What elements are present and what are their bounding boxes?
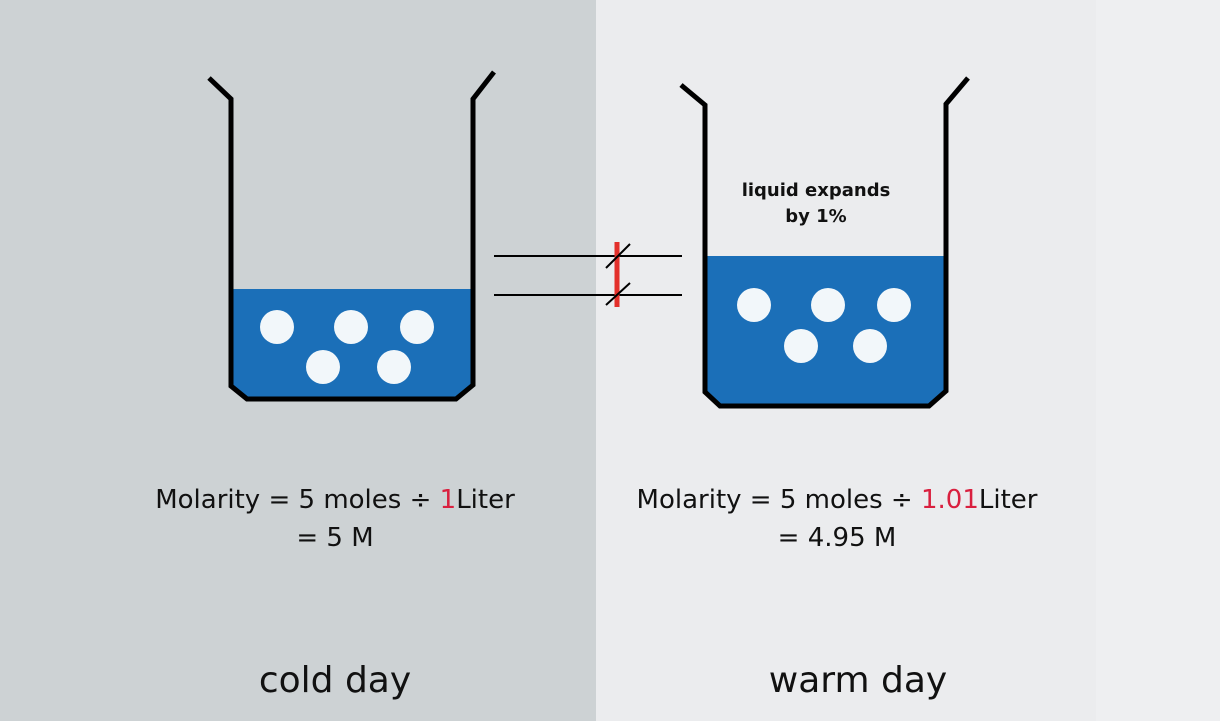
cold-volume-value: 1 bbox=[439, 485, 457, 515]
cold-solute-particle bbox=[260, 310, 294, 344]
cold-solute-particle bbox=[377, 350, 411, 384]
cold-solute-particle bbox=[400, 310, 434, 344]
expansion-note-line2: by 1% bbox=[785, 206, 847, 227]
warm-solute-particle bbox=[877, 288, 911, 322]
expansion-note-line1: liquid expands bbox=[741, 180, 891, 201]
cold-molarity-result: = 5 M bbox=[296, 523, 374, 553]
warm-equation-line: Molarity = 5 moles ÷ 1.01Liter bbox=[622, 481, 1052, 519]
cold-volume-unit: Liter bbox=[456, 485, 515, 515]
warm-solute-particle bbox=[737, 288, 771, 322]
warm-molarity-equation: Molarity = 5 moles ÷ 1.01Liter = 4.95 M bbox=[622, 481, 1052, 557]
cold-solute-particle bbox=[306, 350, 340, 384]
cold-solute-particle bbox=[334, 310, 368, 344]
cold-beaker-outline bbox=[207, 70, 496, 402]
warm-day-label: warm day bbox=[768, 660, 948, 701]
warm-beaker-outline bbox=[679, 76, 970, 409]
warm-solute-particle bbox=[853, 329, 887, 363]
expansion-note: liquid expands by 1% bbox=[716, 178, 916, 230]
warm-volume-value: 1.01 bbox=[920, 485, 979, 515]
warm-volume-unit: Liter bbox=[978, 485, 1038, 515]
break-slash-lower bbox=[605, 282, 631, 306]
cold-day-label: cold day bbox=[258, 660, 412, 701]
right-edge-strip bbox=[1096, 0, 1220, 721]
warm-molarity-result: = 4.95 M bbox=[777, 523, 897, 553]
warm-beaker-liquid bbox=[705, 256, 946, 406]
warm-solute-particle bbox=[811, 288, 845, 322]
break-slash-upper bbox=[605, 243, 631, 269]
cold-equation-prefix: Molarity = 5 moles ÷ bbox=[155, 485, 440, 515]
cold-molarity-equation: Molarity = 5 moles ÷ 1Liter = 5 M bbox=[120, 481, 550, 557]
warm-solute-particle bbox=[784, 329, 818, 363]
cold-equation-line: Molarity = 5 moles ÷ 1Liter bbox=[120, 481, 550, 519]
cold-beaker-liquid bbox=[231, 289, 473, 399]
warm-equation-prefix: Molarity = 5 moles ÷ bbox=[636, 485, 921, 515]
